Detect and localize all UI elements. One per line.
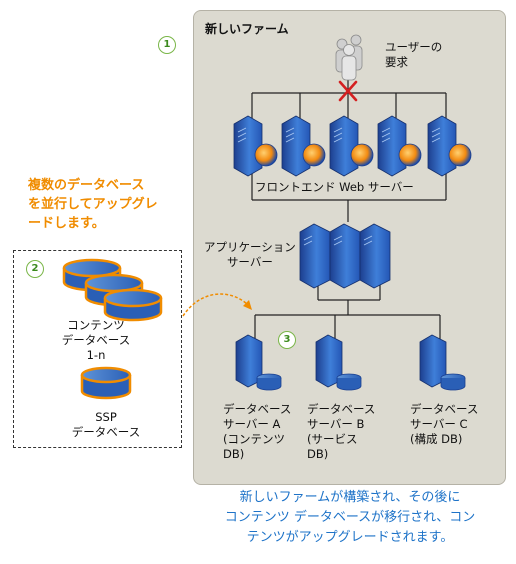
parallel-upgrade-note: 複数のデータベース を並行してアップグレ ードします。 <box>28 178 158 231</box>
database-server-icon <box>419 334 466 391</box>
migration-arrow-icon <box>182 293 252 317</box>
frontend-label: フロントエンド Web サーバー <box>255 180 414 194</box>
old-databases-box <box>13 250 182 448</box>
db-server-a-label: データベース サーバー A (コンテンツ DB) <box>223 402 292 461</box>
database-server-icon <box>235 334 282 391</box>
user-request-label: ユーザーの 要求 <box>385 40 443 69</box>
step-1-badge: 1 <box>158 36 176 54</box>
ssp-database-icon <box>80 366 132 400</box>
web-server-globe-icon <box>329 115 374 177</box>
step-3-badge: 3 <box>278 331 296 349</box>
blocked-x-icon <box>338 80 358 102</box>
farm-title: 新しいファーム <box>205 22 289 36</box>
database-server-icon <box>315 334 362 391</box>
step-2-badge: 2 <box>26 260 44 278</box>
web-server-globe-icon <box>233 115 278 177</box>
web-server-globe-icon <box>427 115 472 177</box>
app-server-icon <box>299 223 391 289</box>
users-icon <box>335 34 363 81</box>
app-server-label: アプリケーション サーバー <box>204 240 296 269</box>
db-server-b-label: データベース サーバー B (サービス DB) <box>307 402 376 461</box>
web-server-globe-icon <box>377 115 422 177</box>
content-databases-icon <box>62 258 163 322</box>
content-db-label: コンテンツ データベース 1-n <box>61 318 131 362</box>
connector-lines <box>251 78 447 340</box>
caption: 新しいファームが構築され、その後に コンテンツ データベースが移行され、コン テ… <box>224 490 476 545</box>
db-server-c-label: データベース サーバー C (構成 DB) <box>410 402 479 446</box>
ssp-db-label: SSP データベース <box>71 410 141 439</box>
web-server-globe-icon <box>281 115 326 177</box>
frontend-web-servers <box>233 115 472 177</box>
